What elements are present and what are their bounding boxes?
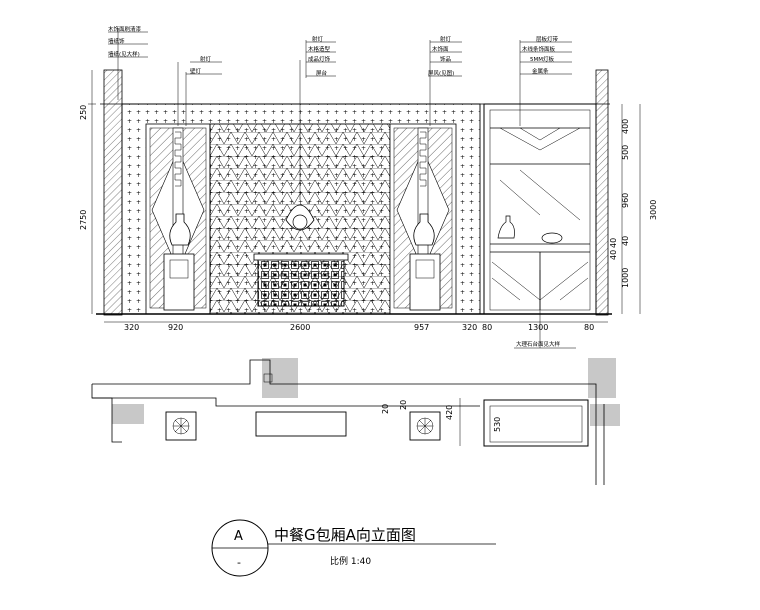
left-dimensions: 250 2750 (79, 70, 96, 314)
vase-left (169, 213, 191, 246)
label-right-mid-1: 射灯 (440, 35, 452, 43)
dim-bottom-8: 80 (584, 323, 594, 332)
label-center-1: 射灯 (312, 35, 324, 43)
label-right-cab-4: 金属条 (532, 67, 549, 75)
elevation-view (96, 60, 612, 316)
plan-console-table (255, 411, 347, 437)
plan-column-left (262, 358, 298, 398)
dim-bottom-7: 1300 (528, 323, 548, 332)
dim-bottom-2: 920 (168, 323, 183, 332)
dim-plan-1: 20 (381, 404, 390, 414)
label-right-cab-1: 层板灯带 (536, 35, 559, 43)
label-left-top-3: 墙纸(见大样) (108, 50, 140, 58)
dim-right-2: 500 (621, 145, 630, 160)
dim-right-3: 960 (621, 193, 630, 208)
console-table (257, 253, 345, 307)
label-right-cab-2: 木线条饰面板 (522, 45, 556, 53)
plan-view: 20 20 420 530 (91, 358, 620, 485)
vase-right (413, 213, 435, 246)
dim-plan-depth: 530 (493, 417, 502, 432)
right-dimensions: 400 500 960 40 1000 3000 40 40 (609, 104, 658, 314)
label-right-cab-3: 5MM灯板 (530, 55, 554, 63)
title-block: A - 中餐G包厢A向立面图 比例 1:40 (211, 519, 496, 577)
dim-right-small-1: 40 (609, 238, 618, 248)
dim-bottom-5: 320 (462, 323, 477, 332)
dim-right-total: 3000 (649, 200, 658, 220)
dim-bottom-3: 2600 (290, 323, 310, 332)
label-right-mid-extra: 屏风(见图) (428, 69, 454, 77)
dim-plan-3: 420 (445, 405, 454, 420)
label-right-mid-3: 饰品 (440, 55, 452, 63)
stand-left (163, 253, 195, 311)
label-left-top-2: 墙纸饰 (108, 37, 125, 45)
label-center-3: 成品灯饰 (308, 55, 331, 63)
label-center-2: 木格造型 (308, 45, 331, 53)
left-wall (103, 69, 123, 316)
label-right-mid-2: 木饰面 (432, 45, 449, 53)
dim-right-small-2: 40 (609, 250, 618, 260)
label-center-4: 屏台 (316, 69, 328, 77)
label-left-top-1: 木饰面刷清漆 (108, 25, 142, 33)
label-left-mid-2: 壁灯 (190, 67, 202, 75)
label-left-mid-1: 射灯 (200, 55, 212, 63)
dim-plan-2: 20 (399, 400, 408, 410)
section-letter: A (234, 529, 243, 544)
stand-right (409, 253, 441, 311)
dim-left-2: 2750 (79, 210, 88, 230)
annotation-labels: 木饰面刷清漆 墙纸饰 墙纸(见大样) 射灯 壁灯 射灯 木格造型 成品灯饰 屏台… (108, 25, 576, 349)
drawing-title: 中餐G包厢A向立面图 (274, 526, 416, 544)
dim-bottom-6: 80 (482, 323, 492, 332)
plan-column-right (588, 358, 616, 398)
label-bottom-note: 大理石台面见大样 (516, 340, 561, 348)
dim-right-4: 40 (621, 236, 630, 246)
section-sub: - (237, 556, 241, 569)
dim-right-1: 400 (621, 119, 630, 134)
dim-right-5: 1000 (621, 268, 630, 288)
plan-cabinet (483, 399, 589, 447)
dim-bottom-4: 957 (414, 323, 429, 332)
drawing-scale: 比例 1:40 (330, 555, 371, 567)
bottom-dimensions: 320 920 2600 957 320 80 1300 80 (104, 321, 608, 332)
right-wall (595, 69, 609, 316)
cabinet-vase (497, 215, 515, 239)
dim-bottom-1: 320 (124, 323, 139, 332)
dim-left-1: 250 (79, 105, 88, 120)
